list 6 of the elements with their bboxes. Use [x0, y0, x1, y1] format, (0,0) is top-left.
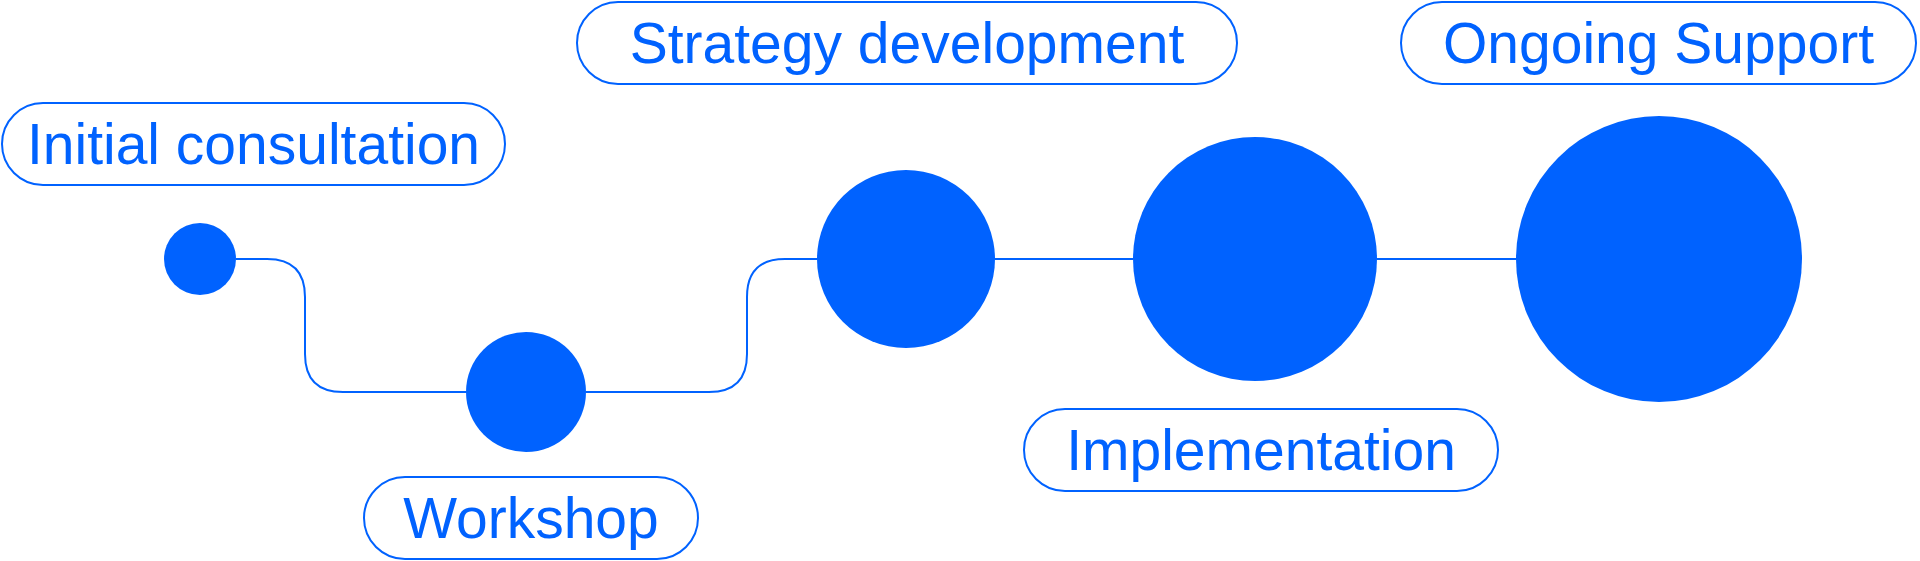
connector-line	[1376, 258, 1517, 260]
step-pill	[1, 102, 506, 186]
connector-line	[585, 258, 818, 393]
connector-line	[235, 258, 467, 393]
connector-line	[994, 258, 1134, 260]
step-label: Initial consultation	[26, 115, 481, 173]
